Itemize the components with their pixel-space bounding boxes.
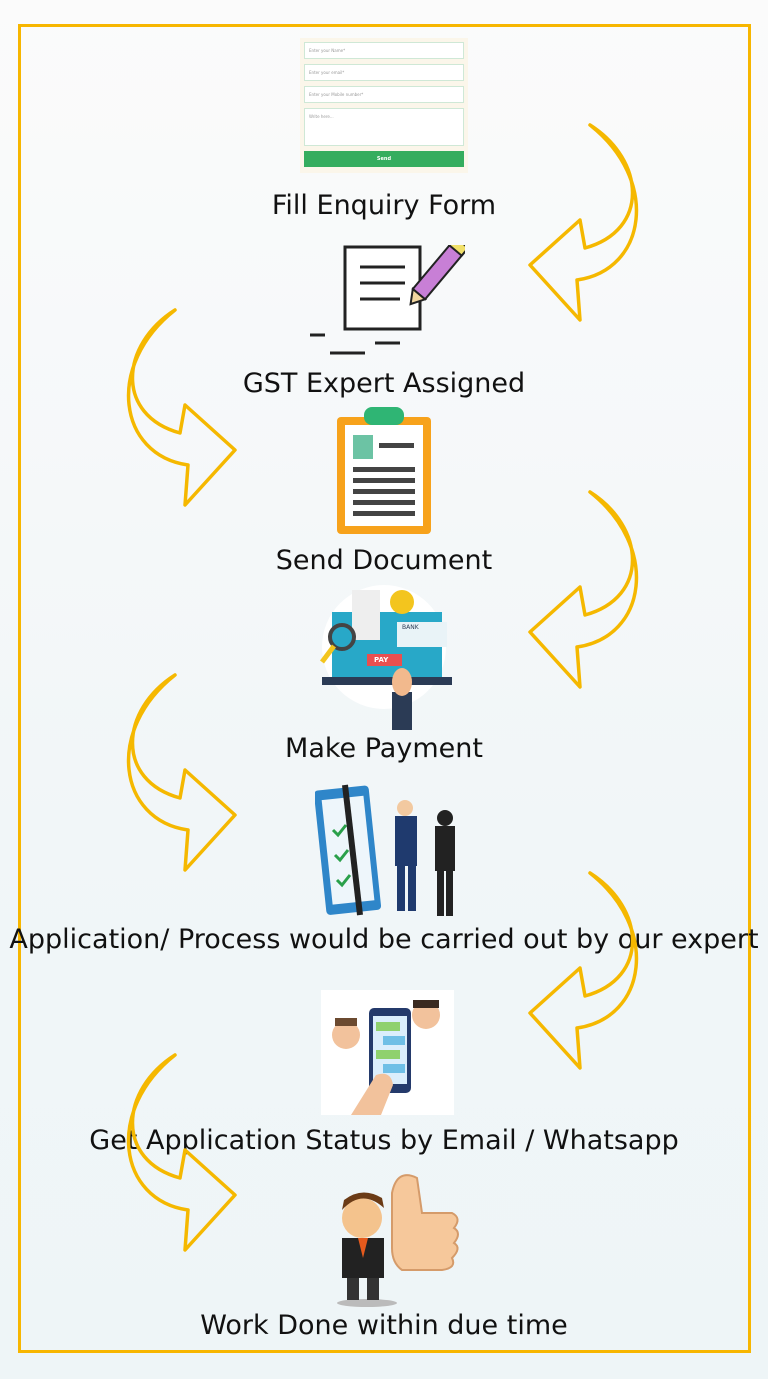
- chat-status-icon: [321, 990, 454, 1115]
- infographic-frame: [18, 24, 751, 1353]
- arrow-left-3: [126, 1053, 237, 1252]
- arrow-right-3: [528, 871, 639, 1070]
- thumbs-up-icon: [337, 1174, 459, 1307]
- clipboard-icon: [337, 407, 431, 534]
- experts-meeting-icon: [315, 784, 455, 916]
- mobile-input: Enter your Mobile number*: [304, 86, 464, 103]
- step-3-label: Send Document: [275, 545, 493, 576]
- message-textarea: Write here...: [304, 108, 464, 146]
- step-4-label: Make Payment: [285, 733, 483, 764]
- arrow-left-1: [126, 308, 237, 507]
- arrow-right-2: [528, 490, 639, 689]
- name-input: Enter your Name*: [304, 42, 464, 59]
- arrow-left-2: [126, 673, 237, 872]
- step-2-label: GST Expert Assigned: [242, 368, 526, 399]
- payment-icon: BANK PAY: [312, 582, 457, 732]
- step-6-label: Get Application Status by Email / Whatsa…: [89, 1125, 679, 1156]
- pay-label: PAY: [374, 656, 389, 664]
- email-input: Enter your email*: [304, 64, 464, 81]
- step-5-label: Application/ Process would be carried ou…: [9, 924, 759, 955]
- arrow-right-1: [528, 123, 639, 322]
- send-button: Send: [304, 151, 464, 167]
- step-1-label: Fill Enquiry Form: [271, 190, 497, 221]
- document-pen-icon: [310, 245, 465, 355]
- step-7-label: Work Done within due time: [200, 1310, 568, 1341]
- enquiry-form-image: Enter your Name* Enter your email* Enter…: [300, 38, 468, 173]
- bank-label: BANK: [402, 624, 419, 631]
